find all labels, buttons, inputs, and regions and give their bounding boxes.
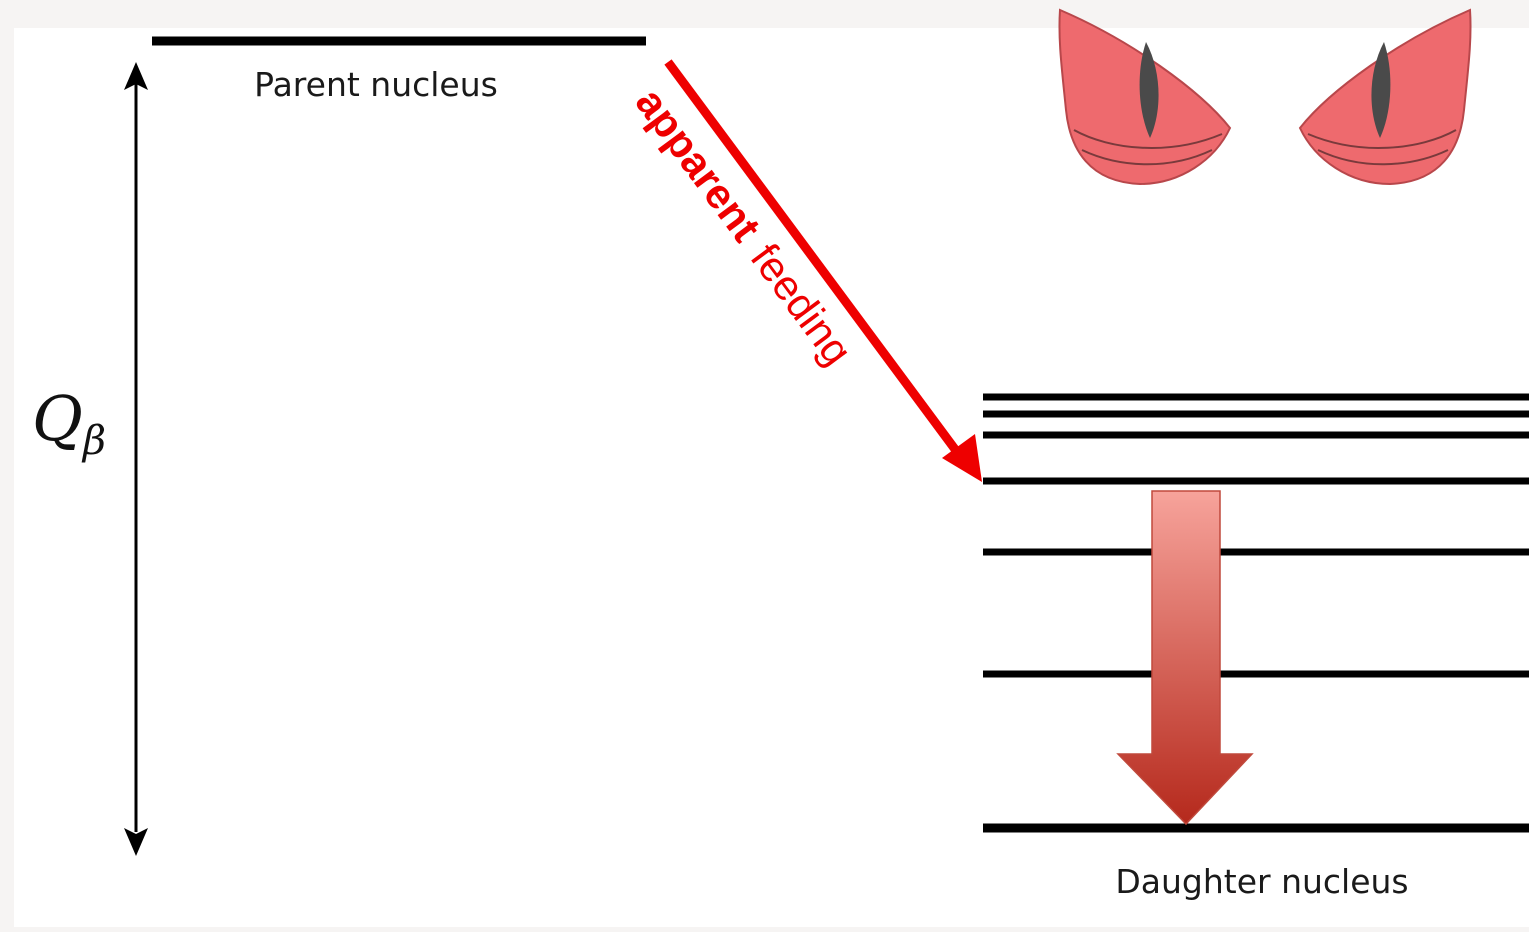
parent-nucleus-label: Parent nucleus: [254, 65, 498, 104]
q-subscript: β: [81, 418, 106, 464]
daughter-nucleus-label: Daughter nucleus: [1115, 862, 1408, 901]
q-symbol: Q: [32, 382, 83, 455]
